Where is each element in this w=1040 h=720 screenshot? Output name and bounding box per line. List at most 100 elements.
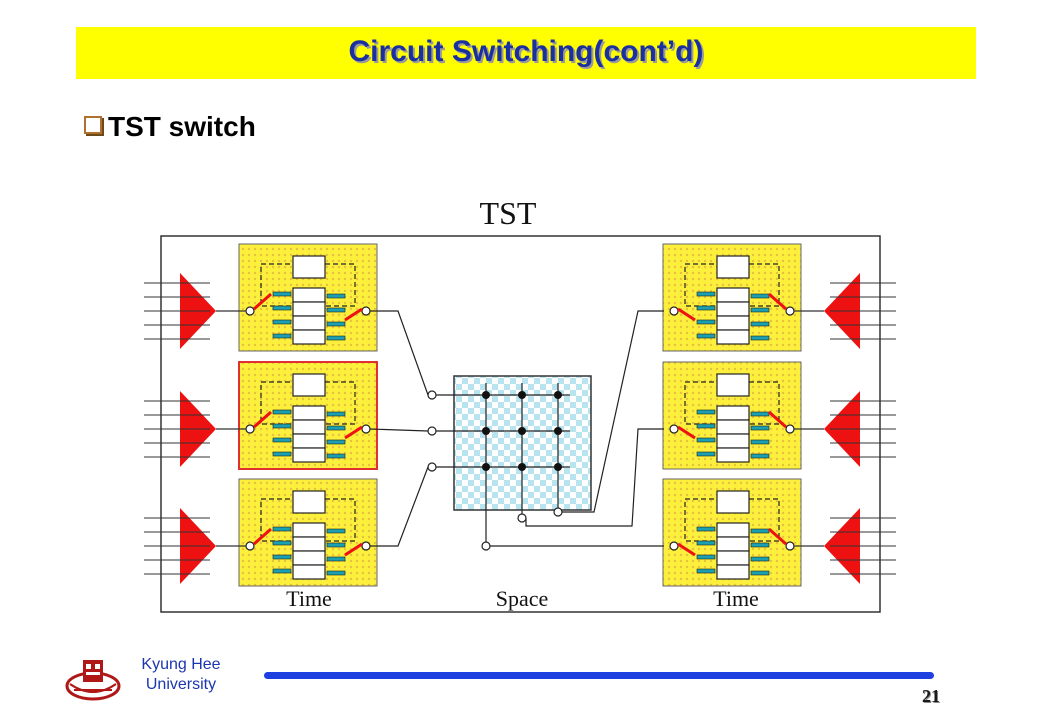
slot-bar: [750, 453, 770, 459]
terminal: [785, 306, 795, 316]
switch-arm: [253, 292, 272, 311]
switch-arm: [344, 307, 363, 322]
crosspoint: [518, 427, 526, 435]
slot-bar: [272, 526, 292, 532]
connection-wire: [370, 310, 429, 396]
switch-arm: [768, 527, 787, 546]
label-space: Space: [496, 586, 549, 611]
terminal: [361, 424, 371, 434]
memory-cell: [292, 564, 326, 580]
terminal: [245, 306, 255, 316]
memory-cell: [292, 522, 326, 538]
left-time-slot-interchanger-2: [238, 361, 378, 470]
control-store: [292, 255, 326, 279]
terminal: [669, 541, 679, 551]
title-bar: Circuit Switching(cont’d): [76, 27, 976, 79]
memory-cell: [716, 419, 750, 435]
slot-bar: [750, 542, 770, 548]
slot-bar: [696, 437, 716, 443]
memory-cell: [716, 301, 750, 317]
crosspoint: [482, 391, 490, 399]
university-seal-icon: [65, 660, 121, 701]
control-loop: [260, 498, 356, 542]
slot-bar: [696, 451, 716, 457]
slot-bar: [272, 423, 292, 429]
terminal: [361, 306, 371, 316]
memory-cell: [716, 329, 750, 345]
slot-bar: [326, 335, 346, 341]
crosspoint: [518, 463, 526, 471]
memory-cell: [716, 433, 750, 449]
left-time-slot-interchanger-3: [238, 478, 378, 587]
slot-bar: [272, 319, 292, 325]
slot-bar: [326, 293, 346, 299]
memory-cell: [292, 550, 326, 566]
switch-arm: [253, 527, 272, 546]
slot-bar: [272, 554, 292, 560]
crosspoint: [554, 463, 562, 471]
slot-bar: [696, 554, 716, 560]
footer-divider: [264, 672, 934, 679]
control-loop: [684, 263, 780, 307]
connection-wire: [369, 428, 429, 432]
slot-bar: [750, 335, 770, 341]
slot-bar: [750, 528, 770, 534]
slot-bar: [272, 291, 292, 297]
memory-cell: [292, 419, 326, 435]
memory-cell: [292, 315, 326, 331]
slot-bar: [326, 425, 346, 431]
terminal: [669, 306, 679, 316]
switch-arm: [677, 542, 696, 557]
label-time-left: Time: [286, 586, 332, 611]
slot-bar: [750, 307, 770, 313]
slot-bar: [272, 333, 292, 339]
slot-bar: [750, 439, 770, 445]
slot-bar: [750, 556, 770, 562]
memory-cell: [716, 536, 750, 552]
slot-bar: [750, 570, 770, 576]
bullet-item: TST switch: [84, 111, 256, 143]
slot-bar: [326, 411, 346, 417]
diagram-heading: TST: [480, 195, 537, 231]
switch-arm: [768, 292, 787, 311]
university-line2: University: [145, 676, 217, 693]
switch-arm: [344, 425, 363, 440]
crosspoint: [554, 391, 562, 399]
bullet-text: TST switch: [108, 111, 256, 142]
memory-cell: [716, 522, 750, 538]
control-store: [292, 373, 326, 397]
slot-bar: [750, 321, 770, 327]
checkbox-bullet-icon: [84, 116, 102, 134]
switch-arm: [677, 307, 696, 322]
slide-title: Circuit Switching(cont’d): [348, 35, 704, 68]
slot-bar: [326, 528, 346, 534]
slot-bar: [696, 305, 716, 311]
memory-cell: [716, 447, 750, 463]
crosspoint: [518, 391, 526, 399]
right-time-slot-interchanger-2: [662, 361, 802, 470]
university-name: Kyung Hee University: [126, 655, 236, 695]
connection-wire: [370, 466, 429, 547]
space-input-terminal: [427, 462, 437, 472]
slot-bar: [326, 321, 346, 327]
switch-arm: [768, 410, 787, 429]
space-output-terminal: [481, 541, 491, 551]
terminal: [669, 424, 679, 434]
control-store: [292, 490, 326, 514]
memory-cell: [716, 550, 750, 566]
slot-bar: [326, 556, 346, 562]
terminal: [785, 424, 795, 434]
crosspoint: [482, 427, 490, 435]
memory-cell: [292, 433, 326, 449]
switch-arm: [253, 410, 272, 429]
terminal: [361, 541, 371, 551]
university-line1: Kyung Hee: [141, 656, 221, 673]
memory-cell: [716, 564, 750, 580]
space-output-terminal: [553, 507, 563, 517]
memory-cell: [292, 287, 326, 303]
slot-bar: [696, 423, 716, 429]
slot-bar: [696, 568, 716, 574]
memory-cell: [292, 447, 326, 463]
control-loop: [260, 263, 356, 307]
slot-bar: [750, 425, 770, 431]
